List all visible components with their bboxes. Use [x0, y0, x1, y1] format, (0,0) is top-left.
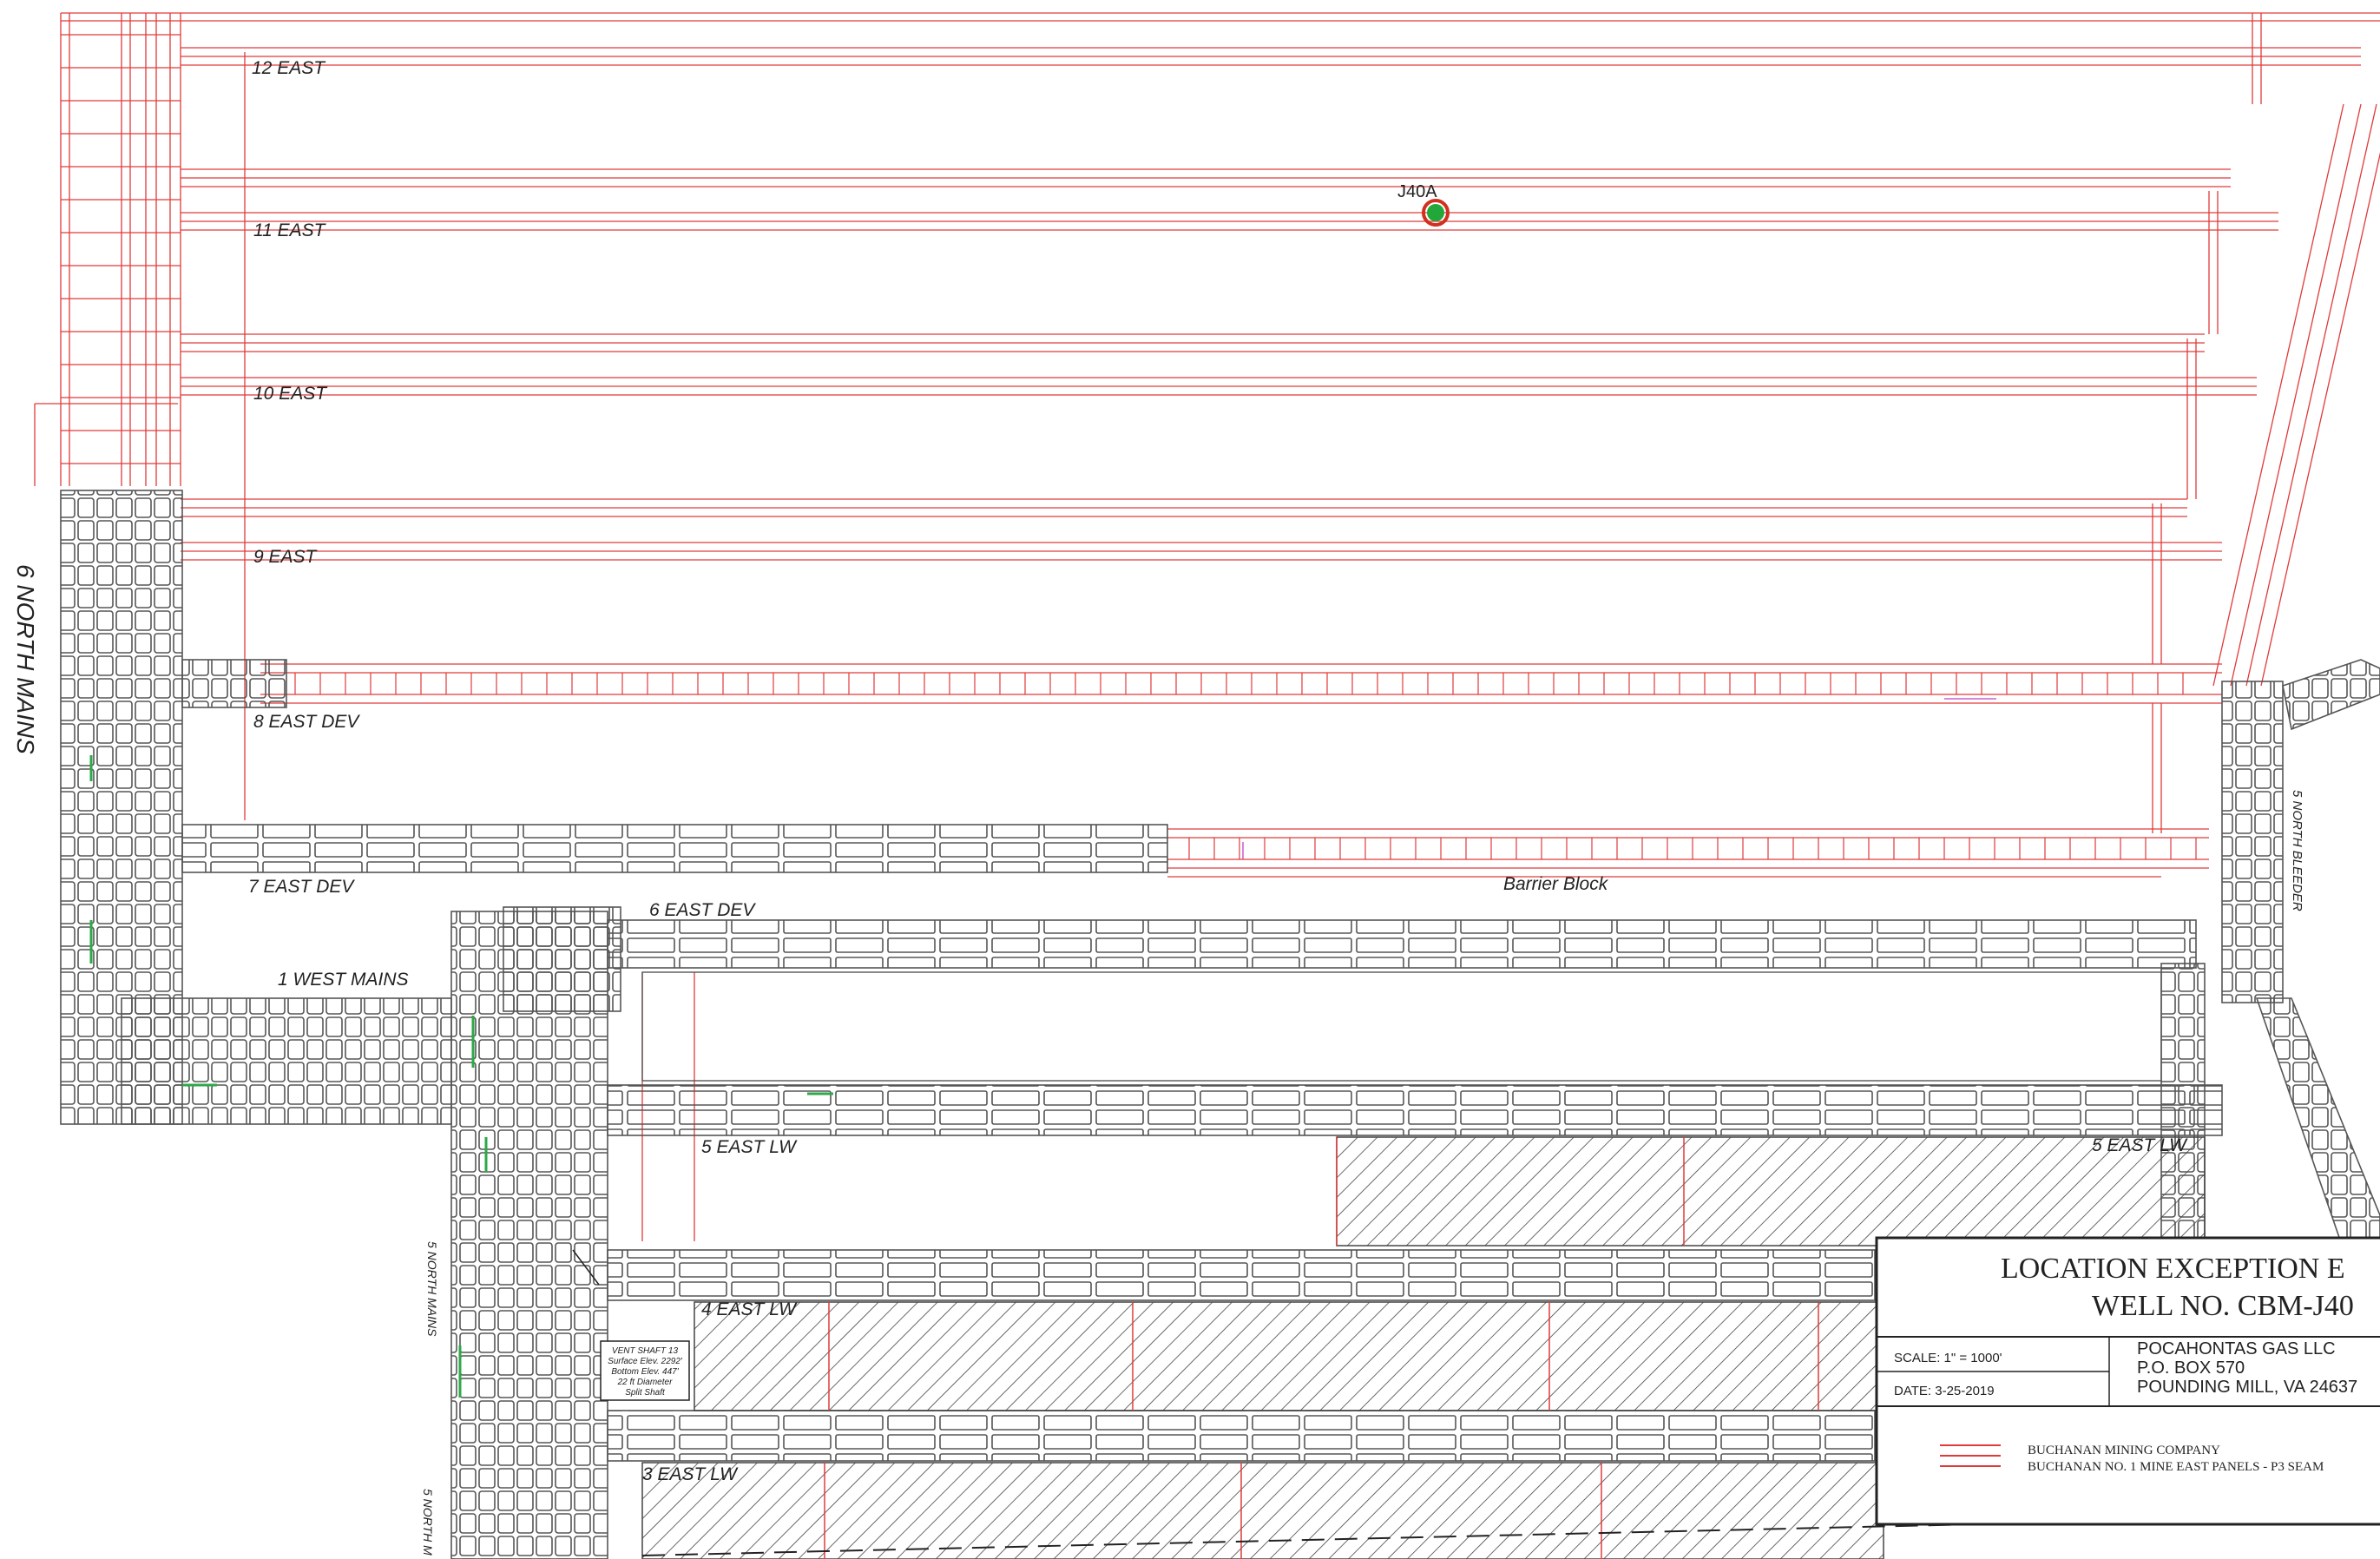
label-6-north-mains: 6 NORTH MAINS	[12, 564, 39, 754]
crosscuts-7-east	[1188, 838, 2197, 859]
label-3-east-lw: 3 EAST LW	[642, 1464, 739, 1484]
crosscuts-left-mains	[61, 34, 181, 464]
label-5-east-lw-right: 5 EAST LW	[2092, 1135, 2188, 1155]
label-1-west-mains: 1 WEST MAINS	[278, 970, 409, 990]
vent-line-5: Split Shaft	[625, 1388, 666, 1398]
vent-shaft-callout: VENT SHAFT 13 Surface Elev. 2292' Bottom…	[572, 1249, 690, 1401]
label-9-east: 9 EAST	[253, 547, 319, 567]
longwall-panels	[641, 1136, 2206, 1559]
planned-panels	[34, 12, 2380, 1241]
crosscuts-8-east	[294, 673, 2184, 694]
green-markers	[89, 755, 833, 1398]
well-j40a[interactable]: J40A	[1397, 182, 1450, 227]
label-5-north-mains: 5 NORTH MAINS	[425, 1241, 439, 1337]
title-line-1: LOCATION EXCEPTION E	[2001, 1253, 2345, 1285]
date-text: DATE: 3-25-2019	[1894, 1384, 1995, 1398]
vent-line-3: Bottom Elev. 447'	[611, 1367, 679, 1377]
legend-symbol	[1940, 1444, 2001, 1467]
label-5-east-lw: 5 EAST LW	[701, 1137, 798, 1157]
company-name: POCAHONTAS GAS LLC	[2137, 1339, 2336, 1358]
well-label: J40A	[1397, 182, 1437, 201]
scale-text: SCALE: 1" = 1000'	[1894, 1351, 2002, 1365]
legend-line-2: BUCHANAN NO. 1 MINE EAST PANELS - P3 SEA…	[2028, 1460, 2324, 1474]
vent-line-4: 22 ft Diameter	[617, 1378, 673, 1387]
label-7-east-dev: 7 EAST DEV	[248, 877, 355, 897]
label-11-east: 11 EAST	[253, 220, 327, 240]
label-5-north-bleeder: 5 NORTH BLEEDER	[2290, 790, 2304, 911]
label-6-east-dev: 6 EAST DEV	[649, 900, 756, 920]
title-line-2: WELL NO. CBM-J40	[2092, 1290, 2354, 1322]
vent-line-2: Surface Elev. 2292'	[608, 1357, 683, 1366]
address-line-1: P.O. BOX 570	[2137, 1358, 2245, 1378]
vent-line-1: VENT SHAFT 13	[612, 1346, 679, 1356]
well-marker	[1427, 204, 1444, 221]
title-block: LOCATION EXCEPTION E WELL NO. CBM-J40 SC…	[1875, 1236, 2380, 1526]
address-line-2: POUNDING MILL, VA 24637	[2137, 1378, 2357, 1397]
label-5-north-mains-bottom: 5 NORTH M	[421, 1489, 435, 1556]
label-12-east: 12 EAST	[252, 58, 326, 78]
mined-works	[60, 490, 2380, 1559]
label-4-east-lw: 4 EAST LW	[701, 1299, 798, 1319]
well-marker-ring	[1422, 199, 1450, 227]
legend-line-1: BUCHANAN MINING COMPANY	[2028, 1444, 2220, 1457]
label-barrier-block: Barrier Block	[1503, 874, 1609, 894]
label-10-east: 10 EAST	[253, 384, 328, 404]
label-8-east-dev: 8 EAST DEV	[253, 712, 360, 732]
property-boundary	[641, 1514, 2380, 1556]
